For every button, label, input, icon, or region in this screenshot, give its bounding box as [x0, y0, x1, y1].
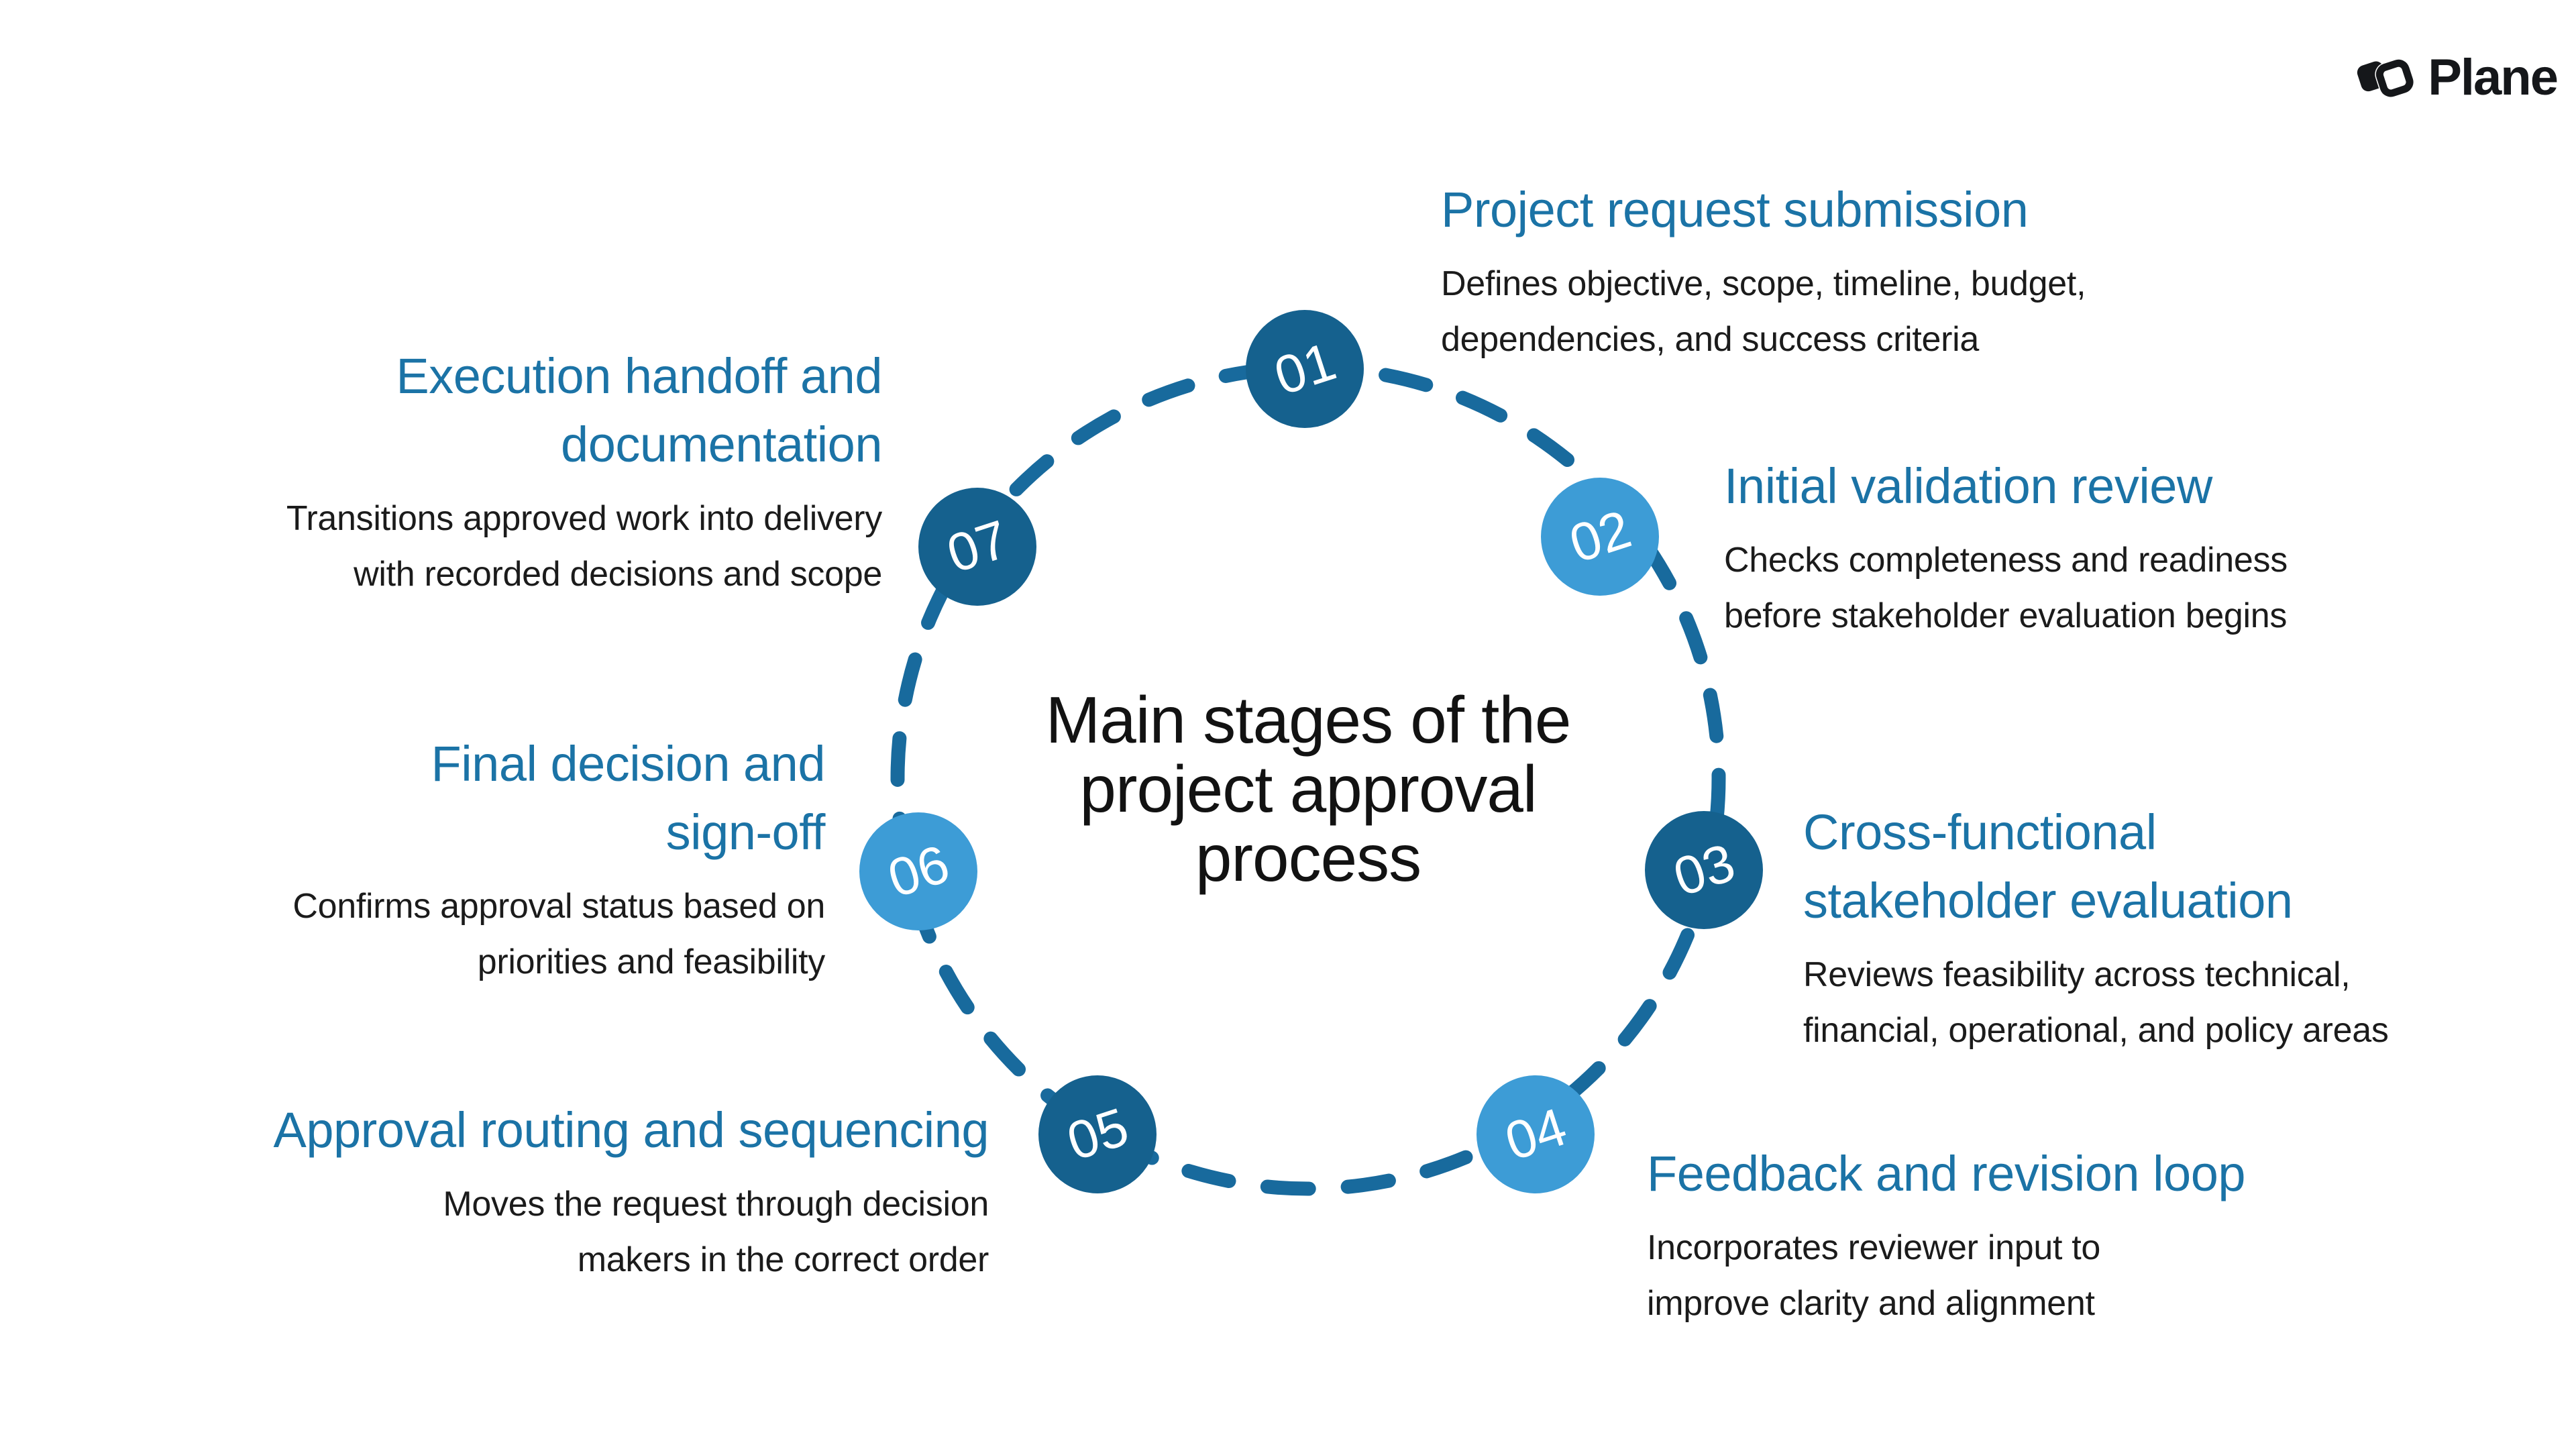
page-title-line-3: process: [1195, 820, 1421, 895]
stage-title-05: Approval routing and sequencing: [273, 1102, 989, 1158]
stage-number-02: 02: [1562, 498, 1638, 574]
stage-description-01: Defines objective, scope, timeline, budg…: [1441, 264, 2086, 360]
stage-number-01: 01: [1267, 331, 1342, 407]
stage-circle-02: 02: [1541, 478, 1659, 596]
stage-title-02: Initial validation review: [1724, 458, 2212, 514]
stage-circle-07: 07: [918, 488, 1036, 606]
stage-description-03: Reviews feasibility across technical, fi…: [1803, 955, 2389, 1051]
stage-circle-01: 01: [1246, 310, 1364, 428]
stage-description-05: Moves the request through decision maker…: [443, 1185, 989, 1280]
plane-logo-text: Plane: [2428, 49, 2559, 106]
stage-number-06: 06: [880, 833, 956, 909]
stage-number-04: 04: [1497, 1096, 1573, 1172]
stage-title-01: Project request submission: [1441, 182, 2029, 237]
stage-title-06: Final decision and sign-off: [431, 736, 826, 861]
stage-circle-06: 06: [859, 812, 977, 930]
stage-title-04: Feedback and revision loop: [1647, 1146, 2246, 1201]
stage-circle-05: 05: [1038, 1075, 1157, 1193]
page-title-line-2: project approval: [1079, 751, 1537, 826]
stage-description-04: Incorporates reviewer input to improve c…: [1647, 1228, 2101, 1324]
page-title-line-1: Main stages of the: [1045, 683, 1572, 757]
stage-circle-03: 03: [1645, 811, 1763, 929]
stage-description-06: Confirms approval status based on priori…: [292, 887, 825, 982]
plane-logo: Plane: [2346, 48, 2559, 107]
stage-number-07: 07: [939, 508, 1015, 584]
stage-number-03: 03: [1666, 832, 1741, 908]
page-title: Main stages of the project approval proc…: [922, 686, 1694, 893]
stage-circle-04: 04: [1477, 1075, 1595, 1193]
stage-title-07: Execution handoff and documentation: [396, 348, 882, 473]
plane-logo-icon: [2357, 58, 2415, 98]
stage-number-05: 05: [1059, 1096, 1135, 1172]
stage-description-02: Checks completeness and readiness before…: [1724, 541, 2288, 636]
stage-title-03: Cross-functional stakeholder evaluation: [1803, 804, 2293, 929]
stage-description-07: Transitions approved work into delivery …: [286, 499, 882, 594]
